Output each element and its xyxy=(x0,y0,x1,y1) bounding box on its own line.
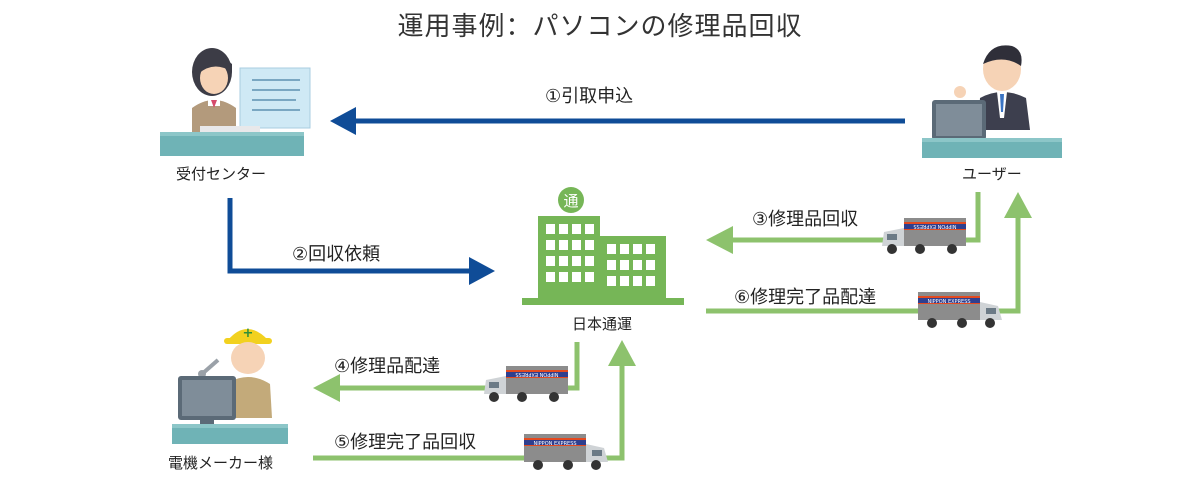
svg-text:NIPPON EXPRESS: NIPPON EXPRESS xyxy=(515,371,558,377)
step3-label: ③修理品回収 xyxy=(752,209,859,230)
arrow-step2 xyxy=(227,198,495,285)
truck-step3-icon: NIPPON EXPRESS xyxy=(882,218,966,254)
page-title: 運用事例：パソコンの修理品回収 xyxy=(397,12,803,42)
svg-text:+: + xyxy=(243,326,254,341)
reception-center-label: 受付センター xyxy=(176,165,267,183)
arrow-step6 xyxy=(706,192,1032,314)
building-mark: 通 xyxy=(563,192,578,210)
truck-step6-icon: NIPPON EXPRESS xyxy=(918,292,1002,328)
step6-label: ⑥修理完了品配達 xyxy=(734,287,877,308)
step5-label: ⑤修理完了品回収 xyxy=(334,432,477,453)
user-person-icon xyxy=(922,45,1062,158)
user-label: ユーザー xyxy=(962,165,1022,183)
step1-label: ①引取申込 xyxy=(545,86,634,107)
arrow-step3 xyxy=(706,192,981,254)
truck-step5-icon: NIPPON EXPRESS xyxy=(524,434,608,470)
svg-text:NIPPON EXPRESS: NIPPON EXPRESS xyxy=(533,441,576,447)
step4-label: ④修理品配達 xyxy=(334,356,441,377)
reception-operator-icon xyxy=(160,48,311,156)
nippon-express-label: 日本通運 xyxy=(572,315,633,333)
manufacturer-label: 電機メーカー様 xyxy=(168,454,274,472)
arrow-step5 xyxy=(313,340,636,461)
arrow-step4 xyxy=(313,342,580,402)
nippon-express-building-icon: 通 xyxy=(522,187,684,305)
svg-text:NIPPON EXPRESS: NIPPON EXPRESS xyxy=(927,299,970,305)
step2-label: ②回収依頼 xyxy=(292,244,381,265)
truck-step4-icon: NIPPON EXPRESS xyxy=(484,366,568,402)
svg-text:NIPPON EXPRESS: NIPPON EXPRESS xyxy=(913,223,956,229)
arrow-step1 xyxy=(330,107,905,135)
manufacturer-technician-icon: + xyxy=(172,326,288,444)
